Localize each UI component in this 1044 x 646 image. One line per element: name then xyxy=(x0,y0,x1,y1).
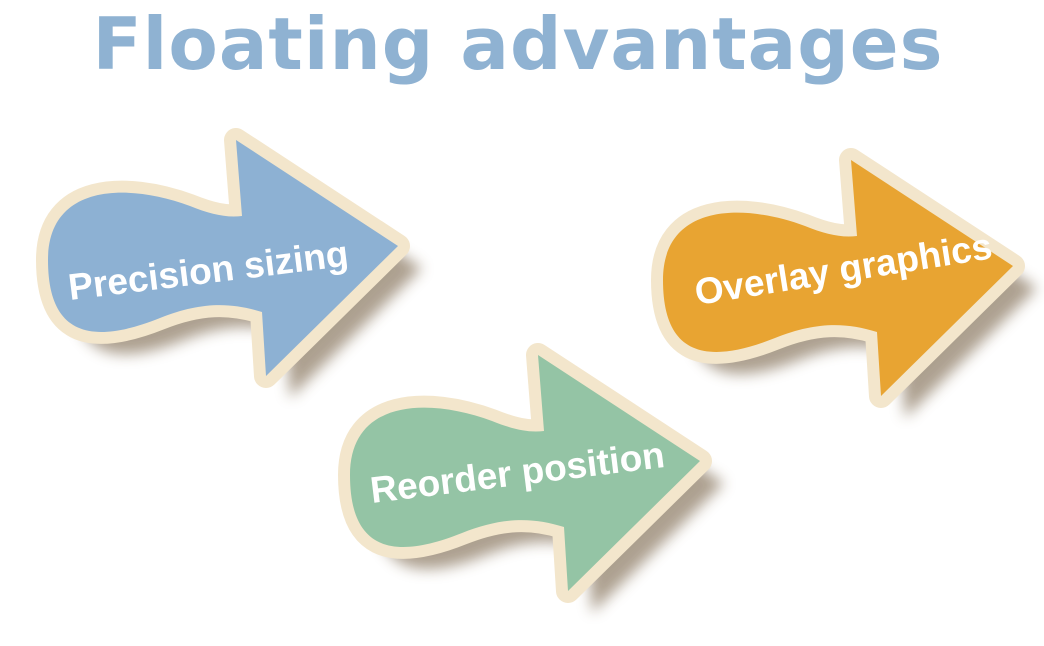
arrow-body xyxy=(350,355,700,591)
page-title: Floating advantages xyxy=(92,2,944,86)
arrow-body xyxy=(663,160,1013,396)
arrow-body xyxy=(48,140,398,376)
arrow-reorder-position: Reorder position xyxy=(338,343,724,613)
arrow-overlay-graphics: Overlay graphics xyxy=(651,148,1037,418)
arrow-precision-sizing: Precision sizing xyxy=(36,128,422,398)
